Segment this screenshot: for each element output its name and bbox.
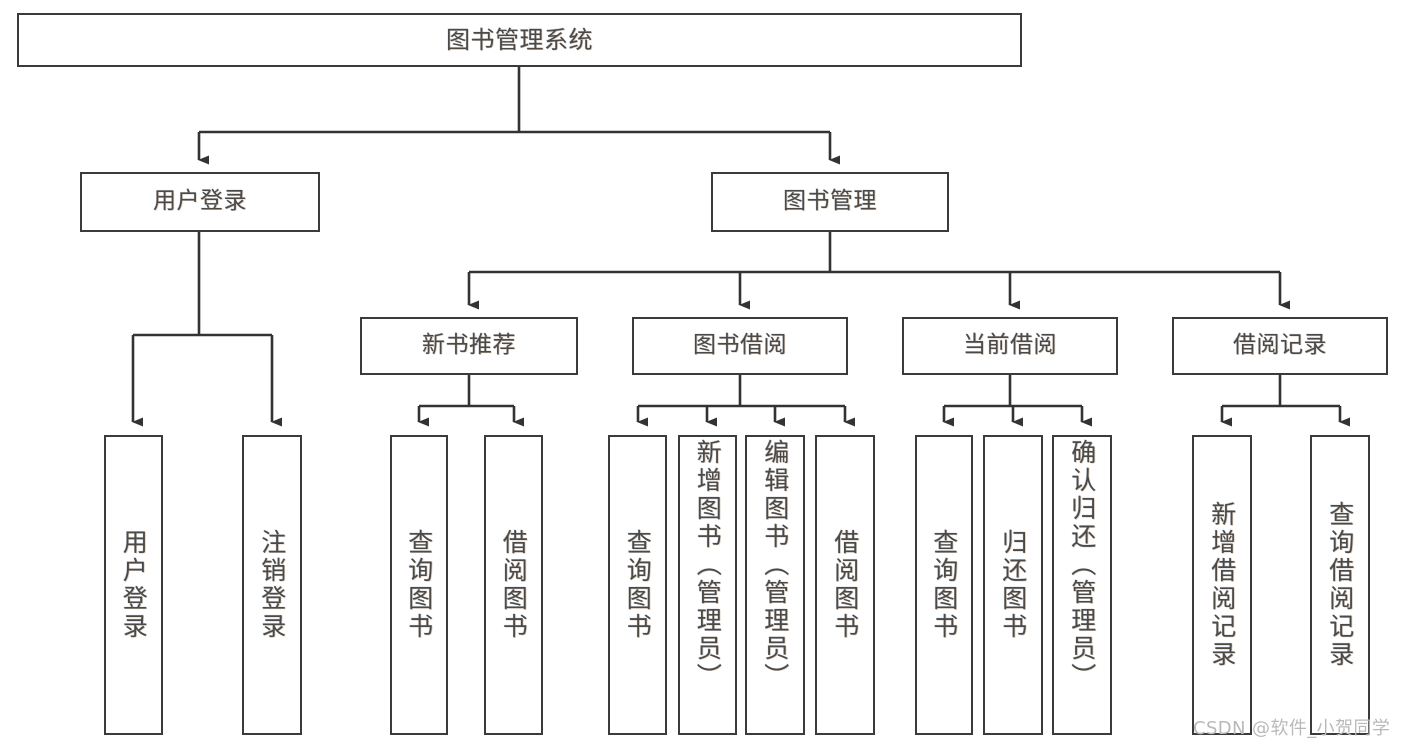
leaf-borrow-borrow-books[interactable]: 借阅图书: [815, 435, 875, 735]
leaf-new-book-borrow-books[interactable]: 借阅图书: [484, 435, 543, 735]
node-label: 图书管理系统: [446, 25, 593, 54]
csdn-watermark: CSDN @软件_小贺同学: [1193, 718, 1391, 739]
node-book-borrowing[interactable]: 图书借阅: [632, 317, 848, 375]
leaf-current-confirm-return-admin[interactable]: 确认归还（管理员）: [1052, 435, 1112, 735]
node-borrowing-record[interactable]: 借阅记录: [1172, 317, 1388, 375]
node-label: 图书借阅: [693, 332, 787, 359]
node-label: 查询图书: [404, 529, 434, 641]
node-current-borrowing[interactable]: 当前借阅: [902, 317, 1118, 375]
node-new-book-recommendation[interactable]: 新书推荐: [360, 317, 578, 375]
leaf-new-book-query-books[interactable]: 查询图书: [390, 435, 448, 735]
node-label: 新增借阅记录: [1207, 501, 1237, 669]
node-label: 借阅记录: [1233, 332, 1327, 359]
leaf-borrow-edit-book-admin[interactable]: 编辑图书（管理员）: [745, 435, 805, 735]
leaf-borrow-add-book-admin[interactable]: 新增图书（管理员）: [678, 435, 737, 735]
node-label: 查询图书: [623, 529, 653, 641]
leaf-current-query-books[interactable]: 查询图书: [915, 435, 973, 735]
node-label: 图书管理: [783, 188, 877, 215]
node-label: 新增图书（管理员）: [693, 439, 723, 691]
leaf-current-return-books[interactable]: 归还图书: [983, 435, 1043, 735]
leaf-record-add-borrow-record[interactable]: 新增借阅记录: [1192, 435, 1252, 735]
leaf-user-login[interactable]: 用户登录: [104, 435, 163, 735]
node-label: 确认归还（管理员）: [1067, 439, 1097, 691]
node-label: 用户登录: [153, 188, 247, 215]
node-label: 当前借阅: [963, 332, 1057, 359]
node-label: 查询图书: [929, 529, 959, 641]
node-label: 借阅图书: [499, 529, 529, 641]
node-root-book-management-system[interactable]: 图书管理系统: [17, 13, 1022, 67]
node-label: 新书推荐: [422, 332, 516, 359]
node-label: 注销登录: [257, 529, 287, 641]
node-label: 查询借阅记录: [1325, 501, 1355, 669]
node-book-management[interactable]: 图书管理: [711, 172, 949, 232]
node-label: 借阅图书: [830, 529, 860, 641]
leaf-record-query-borrow-record[interactable]: 查询借阅记录: [1310, 435, 1370, 735]
node-label: 归还图书: [998, 529, 1028, 641]
node-user-login[interactable]: 用户登录: [80, 172, 320, 232]
leaf-borrow-query-books[interactable]: 查询图书: [608, 435, 667, 735]
node-label: 用户登录: [119, 529, 149, 641]
leaf-logout[interactable]: 注销登录: [242, 435, 302, 735]
node-label: 编辑图书（管理员）: [760, 439, 790, 691]
